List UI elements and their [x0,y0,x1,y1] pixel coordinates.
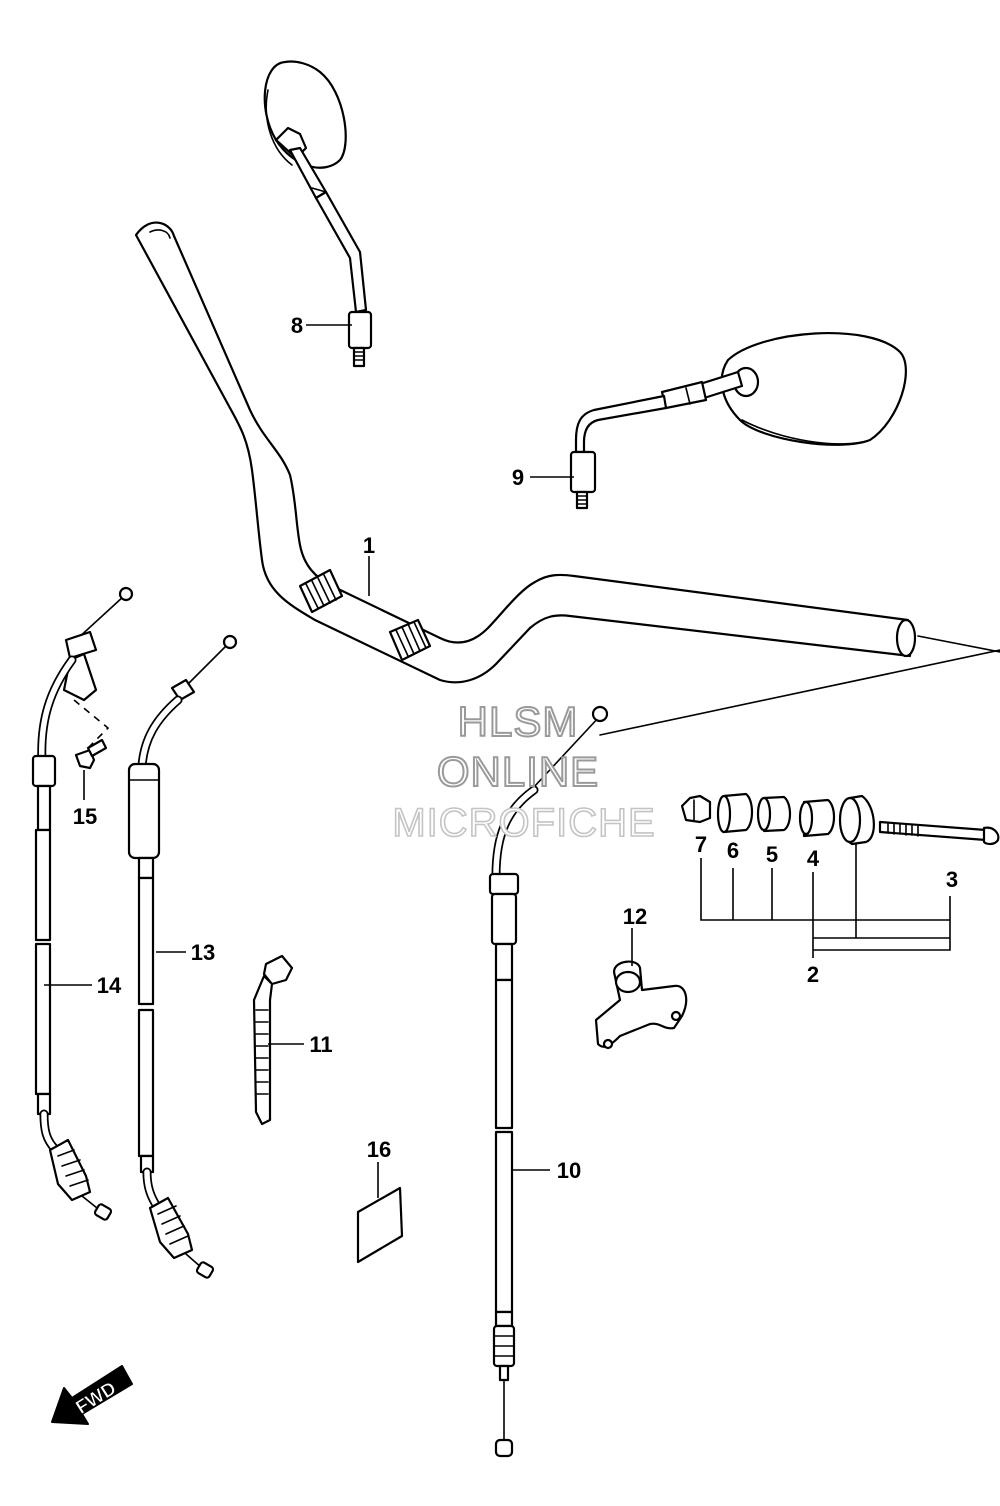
label-part-16[interactable] [356,1186,404,1264]
callouts: 1 2 3 4 5 6 7 8 9 10 11 12 13 14 15 16 [73,313,958,1183]
rubber-part-4[interactable] [798,798,836,838]
handlebar-knurl-left [298,568,344,614]
cable-tie-part-11[interactable] [252,954,294,1126]
callout-3: 3 [946,867,958,892]
leader-lines [44,324,633,1198]
watermark-line-1: HLSM [458,698,579,745]
callout-5: 5 [766,842,778,867]
balancer-weight[interactable] [838,794,875,846]
callout-16: 16 [367,1137,391,1162]
callout-11: 11 [309,1032,332,1057]
callout-14: 14 [97,973,122,998]
screw-part-3[interactable] [878,820,1000,846]
fwd-arrow-icon: FWD [51,1365,133,1425]
screw-part-15[interactable] [74,738,108,770]
right-mirror[interactable] [569,332,907,510]
throttle-cable-part-14[interactable] [31,586,134,1221]
callout-1: 1 [363,533,375,558]
left-mirror[interactable] [263,60,373,368]
watermark-line-2: ONLINE [437,748,599,795]
watermark: HLSM ONLINE MICROFICHE [392,697,656,846]
callout-12: 12 [623,904,647,929]
spacer-part-6[interactable] [716,792,754,834]
callout-7: 7 [695,832,707,857]
callout-4: 4 [807,846,820,871]
bar-end-assembly[interactable] [599,635,1000,958]
rubber-part-5[interactable] [756,795,792,833]
handlebar[interactable] [134,221,917,684]
clamp-bracket-part-12[interactable] [594,960,688,1050]
watermark-line-3: MICROFICHE [392,801,655,845]
callout-13: 13 [191,940,215,965]
callout-8: 8 [291,313,303,338]
callout-10: 10 [557,1158,581,1183]
callout-2: 2 [807,962,819,987]
collar-nut-part-7[interactable] [680,794,712,824]
throttle-cable-part-13[interactable] [127,634,238,1279]
callout-15: 15 [73,804,97,829]
callout-6: 6 [727,838,739,863]
callout-9: 9 [512,465,524,490]
clutch-cable-part-10[interactable] [488,705,609,1458]
handlebar-knurl-right [388,618,432,662]
